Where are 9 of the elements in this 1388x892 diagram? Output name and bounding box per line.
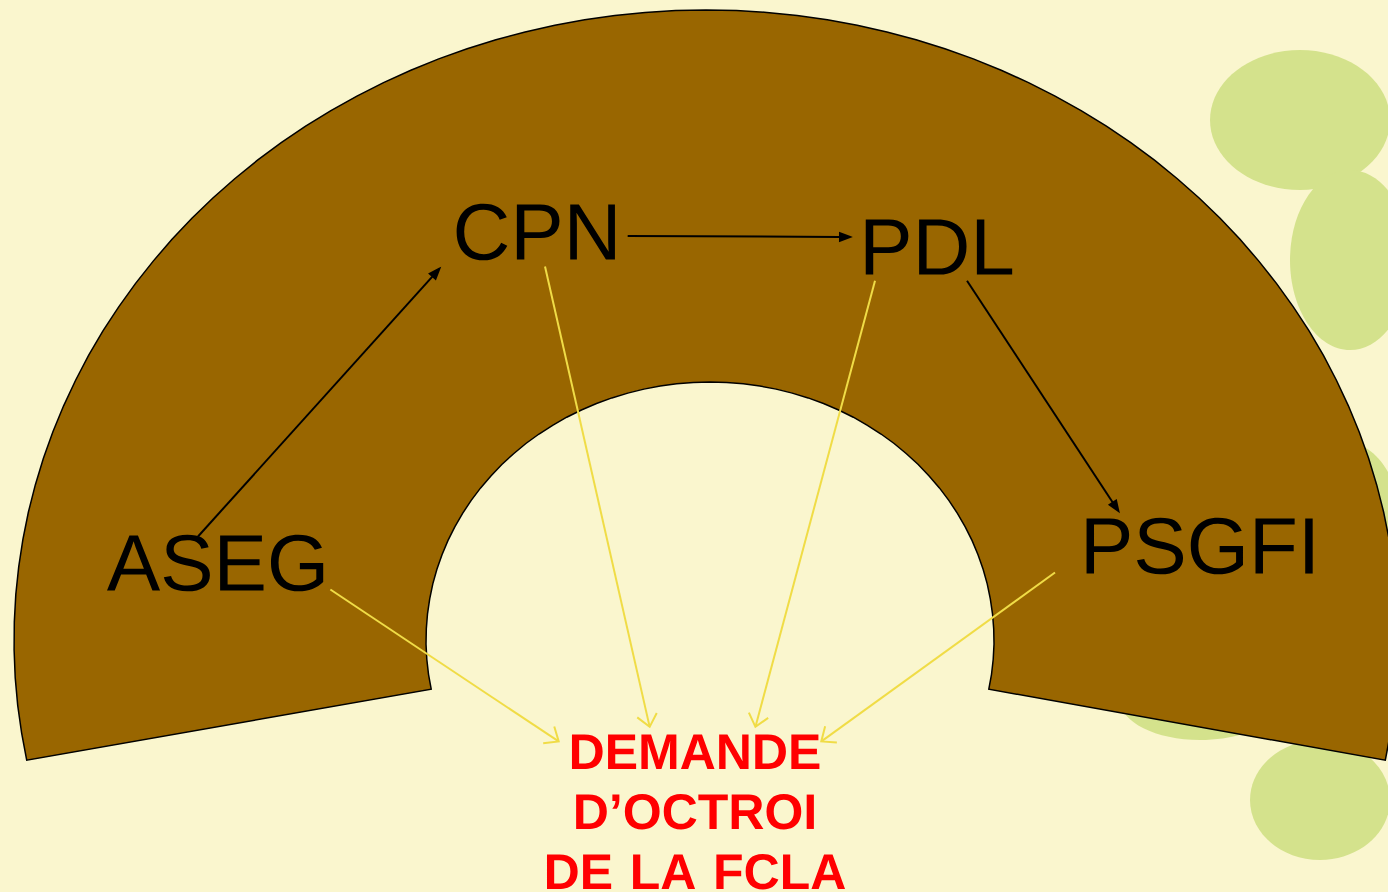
stage-label: CPN (456, 203, 615, 261)
arrow (329, 588, 560, 745)
arrow (544, 265, 658, 729)
stage-label: PSGFI (1086, 517, 1313, 575)
arrow (820, 571, 1056, 744)
request-label: DEMANDE D’OCTROI DE LA FCLA (547, 734, 845, 890)
stage-label: PDL (865, 219, 1013, 275)
stage-label: ASEG (107, 534, 324, 592)
arrow (747, 279, 876, 729)
